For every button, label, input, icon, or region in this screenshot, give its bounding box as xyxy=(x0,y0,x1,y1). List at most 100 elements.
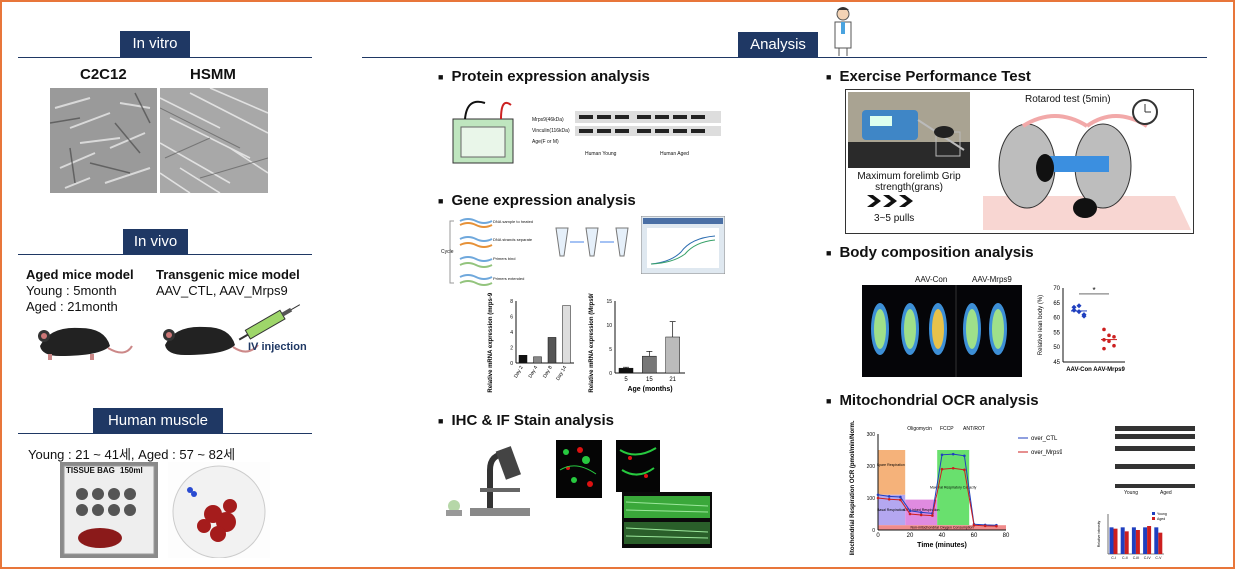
pcr-cycle-label: Cycle xyxy=(441,249,454,255)
ocr-xtick-label: 80 xyxy=(1003,533,1010,539)
ocr-point xyxy=(940,453,944,457)
chart1-ylabel: Relative mRNA expression (mrps-9/actb-1) xyxy=(488,293,494,393)
oxphos-bar xyxy=(1109,527,1114,554)
gene-heading-text: Gene expression analysis xyxy=(451,192,636,209)
dexa-label-mrps9: AAV-Mrps9 xyxy=(972,275,1012,284)
ocr-ytick-label: 300 xyxy=(867,432,876,438)
oxphos-western-blot xyxy=(1105,420,1201,502)
wb-row2-label: Vinculin(116kDa) xyxy=(532,128,570,134)
chart1-bar xyxy=(547,337,557,364)
oxphos-ylabel: Relative intensity xyxy=(1097,521,1101,548)
tissue-bag-brand: TISSUE BAG xyxy=(66,466,115,475)
gene-heading: ■Gene expression analysis xyxy=(438,192,636,209)
chart3-point xyxy=(1102,327,1106,332)
ocr-point xyxy=(876,496,880,500)
aged-age-text: Aged : 21month xyxy=(26,299,118,314)
ocr-point xyxy=(951,466,955,470)
if-stain-panel-grid xyxy=(622,492,712,548)
chart2-xtick-label: 15 xyxy=(646,377,653,383)
ocr-point xyxy=(899,495,902,499)
sample-tubes-illustration xyxy=(555,227,629,257)
chart3-xtick-label: AAV-Con xyxy=(1066,367,1092,373)
chart1-bar xyxy=(533,356,542,364)
chart1-xtick-label: Day 8 xyxy=(542,365,554,380)
chart3-point xyxy=(1076,303,1082,309)
chart3-sig-star: * xyxy=(1092,286,1095,295)
iv-injection-label: IV injection xyxy=(248,341,307,353)
cell-label-c2c12: C2C12 xyxy=(80,66,127,83)
dexa-label-con: AAV-Con xyxy=(915,275,948,284)
human-muscle-header: Human muscle xyxy=(93,408,223,434)
oxphos-bar xyxy=(1147,526,1152,554)
chart2-ytick-label: 0 xyxy=(609,371,612,377)
oxphos-xtick-label: C-III xyxy=(1133,556,1140,560)
chart1-ytick-label: 4 xyxy=(510,330,513,336)
chart1-ytick-label: 0 xyxy=(510,361,513,367)
chart3-xtick-label: AAV-Mrps9 xyxy=(1093,367,1125,373)
ocr-point xyxy=(951,452,955,456)
c2c12-micrograph xyxy=(50,88,157,193)
analysis-header: Analysis xyxy=(738,32,818,58)
ocr-point xyxy=(919,511,923,514)
ocr-xtick-label: 0 xyxy=(876,533,880,539)
oxphos-legend-label: Aged xyxy=(1157,517,1165,521)
oxphos-xtick-label: C-I xyxy=(1111,556,1116,560)
chart1-bar xyxy=(518,355,528,364)
ocr-region-label-atp: ATP Linked Respiration xyxy=(903,508,939,512)
grip-strength-label: Maximum forelimb Grip strength(grans) xyxy=(857,171,961,193)
ocr-xtick-label: 60 xyxy=(971,533,978,539)
ihc-heading-text: IHC & IF Stain analysis xyxy=(451,412,614,429)
oxphos-legend-label: Young xyxy=(1157,512,1167,516)
wb-row1-label: Mrps9(46kDa) xyxy=(532,117,564,123)
chart3-ytick-label: 70 xyxy=(1053,286,1060,292)
ocr-region-label-spare: Spare Respiration xyxy=(877,463,905,467)
in-vitro-rule xyxy=(18,57,312,58)
pcr-cycle-diagram xyxy=(449,218,493,286)
chart2-ylabel: Relative mRNA expression (Mrps9/18s) xyxy=(589,293,595,393)
ocr-point xyxy=(963,468,966,472)
ocr-series-line xyxy=(877,467,997,527)
ocr-series-line xyxy=(877,453,997,526)
oxphos-group-aged: Aged xyxy=(1160,490,1172,496)
chart3-point xyxy=(1071,307,1077,313)
muscle-dish-photo xyxy=(168,462,270,558)
human-age-range: Young : 21 ~ 41세, Aged : 57 ~ 82세 xyxy=(28,447,236,462)
transgenic-mouse-illustration xyxy=(163,304,301,355)
tissue-bag-photo xyxy=(60,462,158,558)
ocr-point xyxy=(876,493,880,497)
chart3-ytick-label: 65 xyxy=(1053,301,1060,307)
chart3-ylabel: Relative lean body (%) xyxy=(1038,295,1044,355)
chart1-ytick-label: 8 xyxy=(510,299,513,305)
ocr-point xyxy=(887,495,891,498)
chart3-ytick-label: 60 xyxy=(1053,316,1060,322)
ocr-xlabel: Time (minutes) xyxy=(917,542,967,549)
ocr-region-maximal xyxy=(937,450,970,526)
chart2-xlabel: Age (months) xyxy=(627,386,672,393)
young-age-text: Young : 5month xyxy=(26,283,117,298)
chart2-bar xyxy=(665,336,680,374)
in-vitro-header: In vitro xyxy=(120,31,190,57)
chart3-point xyxy=(1112,335,1116,339)
ocr-point xyxy=(940,467,944,471)
ocr-point xyxy=(931,514,934,517)
oxphos-bar xyxy=(1143,527,1148,554)
transgenic-title: Transgenic mice model xyxy=(156,267,300,282)
ocr-point xyxy=(899,498,902,502)
oxphos-xtick-label: C-V xyxy=(1155,556,1162,560)
oxphos-legend-swatch xyxy=(1152,517,1155,520)
ocr-region-nonmito xyxy=(878,525,1006,530)
qpcr-software-screenshot xyxy=(641,216,725,274)
cell-label-hsmm: HSMM xyxy=(190,66,236,83)
pcr-step-2: DNA strands separate xyxy=(493,237,533,242)
ocr-point xyxy=(963,454,966,458)
grip-strength-photo xyxy=(848,92,970,168)
chart3-point xyxy=(1107,333,1111,338)
chart1-ytick-label: 6 xyxy=(510,315,513,321)
hsmm-micrograph xyxy=(160,88,268,193)
in-vivo-header: In vivo xyxy=(123,229,188,255)
chart3-point xyxy=(1102,346,1106,351)
chart2-bar xyxy=(618,367,634,374)
